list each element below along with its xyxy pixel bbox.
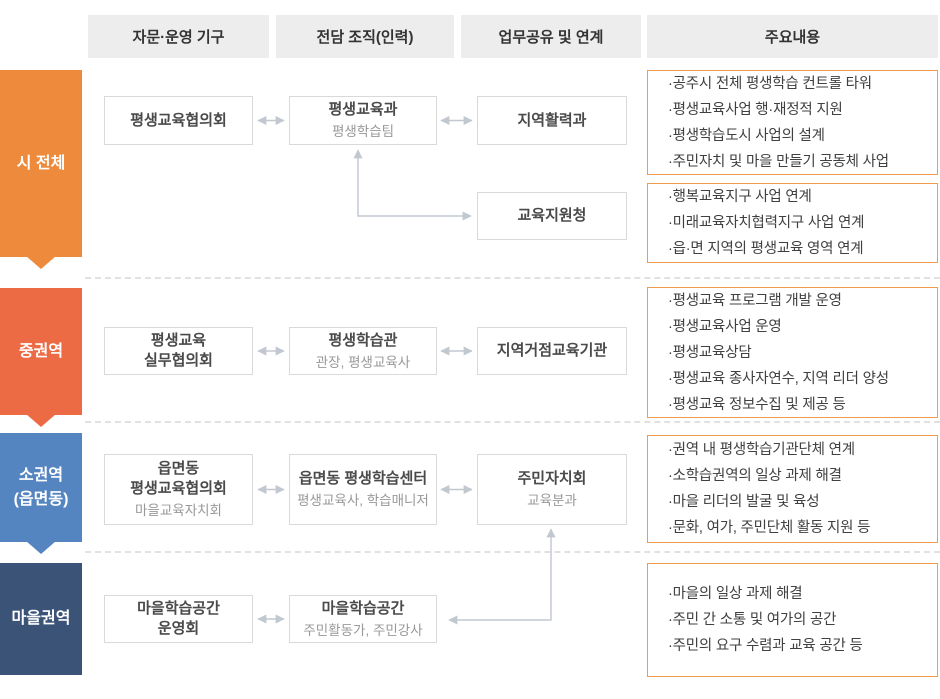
box-title: 주민자치회 (517, 470, 587, 487)
content-item: ·평생교육사업 운영 (668, 318, 782, 335)
content-item: ·권역 내 평생학습기관단체 연계 (668, 442, 855, 458)
box-subtitle: 마을교육자치회 (135, 503, 222, 518)
content-item: ·공주시 전체 평생학습 컨트롤 타워 (668, 75, 872, 92)
row-label-small: 소권역 (읍면동) (0, 433, 82, 554)
box-title: 평생학습관 (328, 331, 398, 349)
box-title: 마을학습공간 (137, 600, 220, 617)
content-item: ·평생학습도시 사업의 설계 (668, 127, 825, 144)
box-title: 읍면동 평생학습센터 (298, 470, 428, 487)
column-header-sharing: 업무공유 및 연계 (461, 15, 641, 58)
row-divider (85, 277, 940, 279)
content-item: ·주민 간 소통 및 여가의 공간 (668, 612, 837, 628)
column-header-dedicated: 전담 조직(인력) (276, 15, 454, 58)
content-item: ·평생교육 종사자연수, 지역 리더 양성 (668, 370, 889, 387)
advisory-box-small: 읍면동 평생교육협의회 마을교육자치회 (104, 454, 253, 525)
content-item: ·주민자치 및 마을 만들기 공동체 사업 (668, 153, 889, 170)
content-box-mid: ·평생교육 프로그램 개발 운영 ·평생교육사업 운영 ·평생교육상담 ·평생교… (647, 287, 938, 418)
content-item: ·행복교육지구 사업 연계 (668, 189, 812, 205)
content-box-city-1: ·공주시 전체 평생학습 컨트롤 타워 ·평생교육사업 행·재정적 지원 ·평생… (647, 70, 938, 175)
dedicated-box-city: 평생교육과 평생학습팀 (289, 96, 437, 145)
column-header-main: 주요내용 (647, 15, 938, 58)
column-header-advisory: 자문·운영 기구 (88, 15, 269, 58)
box-subtitle: 관장, 평생교육사 (315, 354, 411, 370)
content-item: ·평생교육 프로그램 개발 운영 (668, 292, 842, 309)
box-subtitle: 교육분과 (527, 493, 577, 508)
content-item: ·문화, 여가, 주민단체 활동 지원 등 (668, 520, 871, 536)
row-label-mid: 중권역 (0, 288, 82, 427)
row-label-village-text: 마을권역 (11, 610, 71, 627)
advisory-box-village: 마을학습공간 운영회 (104, 595, 253, 643)
content-item: ·평생교육상담 (668, 344, 752, 361)
content-item: ·미래교육자치협력지구 사업 연계 (668, 215, 865, 231)
row-label-small-text2: (읍면동) (13, 490, 69, 508)
content-box-small: ·권역 내 평생학습기관단체 연계 ·소학습권역의 일상 과제 해결 ·마을 리… (647, 435, 938, 543)
content-item: ·평생교육사업 행·재정적 지원 (668, 101, 843, 118)
content-item: ·소학습권역의 일상 과제 해결 (668, 468, 842, 484)
elbow-arrow-village-space-to-residents-council (448, 528, 556, 625)
box-title: 평생교육 (150, 332, 207, 349)
box-title-line2: 실무협의회 (143, 352, 213, 369)
row-label-pointer (26, 541, 56, 554)
box-title: 평생교육협의회 (130, 111, 227, 129)
content-item: ·주민의 요구 수렴과 교육 공간 등 (668, 638, 863, 654)
content-item: ·읍·면 지역의 평생교육 영역 연계 (668, 241, 864, 257)
row-divider (85, 421, 940, 423)
elbow-arrow-dedicated-to-education-office (353, 149, 472, 221)
content-item: ·마을 리더의 발굴 및 육성 (668, 494, 820, 510)
advisory-box-mid: 평생교육 실무협의회 (104, 327, 253, 375)
row-label-mid-text: 중권역 (18, 342, 64, 360)
box-title: 교육지원청 (517, 207, 587, 224)
sharing-box-city-1: 지역활력과 (477, 96, 627, 145)
sharing-box-mid: 지역거점교육기관 (477, 327, 627, 375)
box-title-line2: 운영회 (157, 620, 200, 637)
box-title: 읍면동 (157, 460, 200, 477)
row-label-pointer (26, 256, 56, 269)
dedicated-box-mid: 평생학습관 관장, 평생교육사 (289, 327, 437, 375)
content-box-city-2: ·행복교육지구 사업 연계 ·미래교육자치협력지구 사업 연계 ·읍·면 지역의… (647, 183, 938, 263)
box-title: 지역거점교육기관 (496, 342, 608, 359)
box-title: 마을학습공간 (321, 599, 405, 617)
dedicated-box-village: 마을학습공간 주민활동가, 주민강사 (289, 595, 437, 643)
dedicated-box-small: 읍면동 평생학습센터 평생교육사, 학습매니저 (289, 454, 437, 525)
row-label-village: 마을권역 (0, 563, 82, 675)
row-divider (85, 551, 940, 553)
advisory-box-city: 평생교육협의회 (104, 96, 253, 145)
box-title: 평생교육과 (328, 101, 398, 118)
box-title-line2: 평생교육협의회 (130, 480, 227, 497)
content-item: ·평생교육 정보수집 및 제공 등 (668, 396, 846, 413)
box-subtitle: 주민활동가, 주민강사 (303, 622, 423, 638)
box-subtitle: 평생학습팀 (331, 124, 395, 139)
content-box-village: ·마을의 일상 과제 해결 ·주민 간 소통 및 여가의 공간 ·주민의 요구 … (647, 563, 938, 677)
sharing-box-small: 주민자치회 교육분과 (477, 454, 627, 525)
row-label-city: 시 전체 (0, 70, 82, 269)
box-subtitle: 평생교육사, 학습매니저 (297, 493, 429, 508)
row-label-city-text: 시 전체 (16, 154, 66, 172)
content-item: ·마을의 일상 과제 해결 (668, 586, 803, 602)
box-title: 지역활력과 (517, 111, 587, 129)
sharing-box-city-2: 교육지원청 (477, 192, 627, 240)
row-label-pointer (26, 414, 56, 427)
row-label-small-text: 소권역 (18, 466, 64, 484)
